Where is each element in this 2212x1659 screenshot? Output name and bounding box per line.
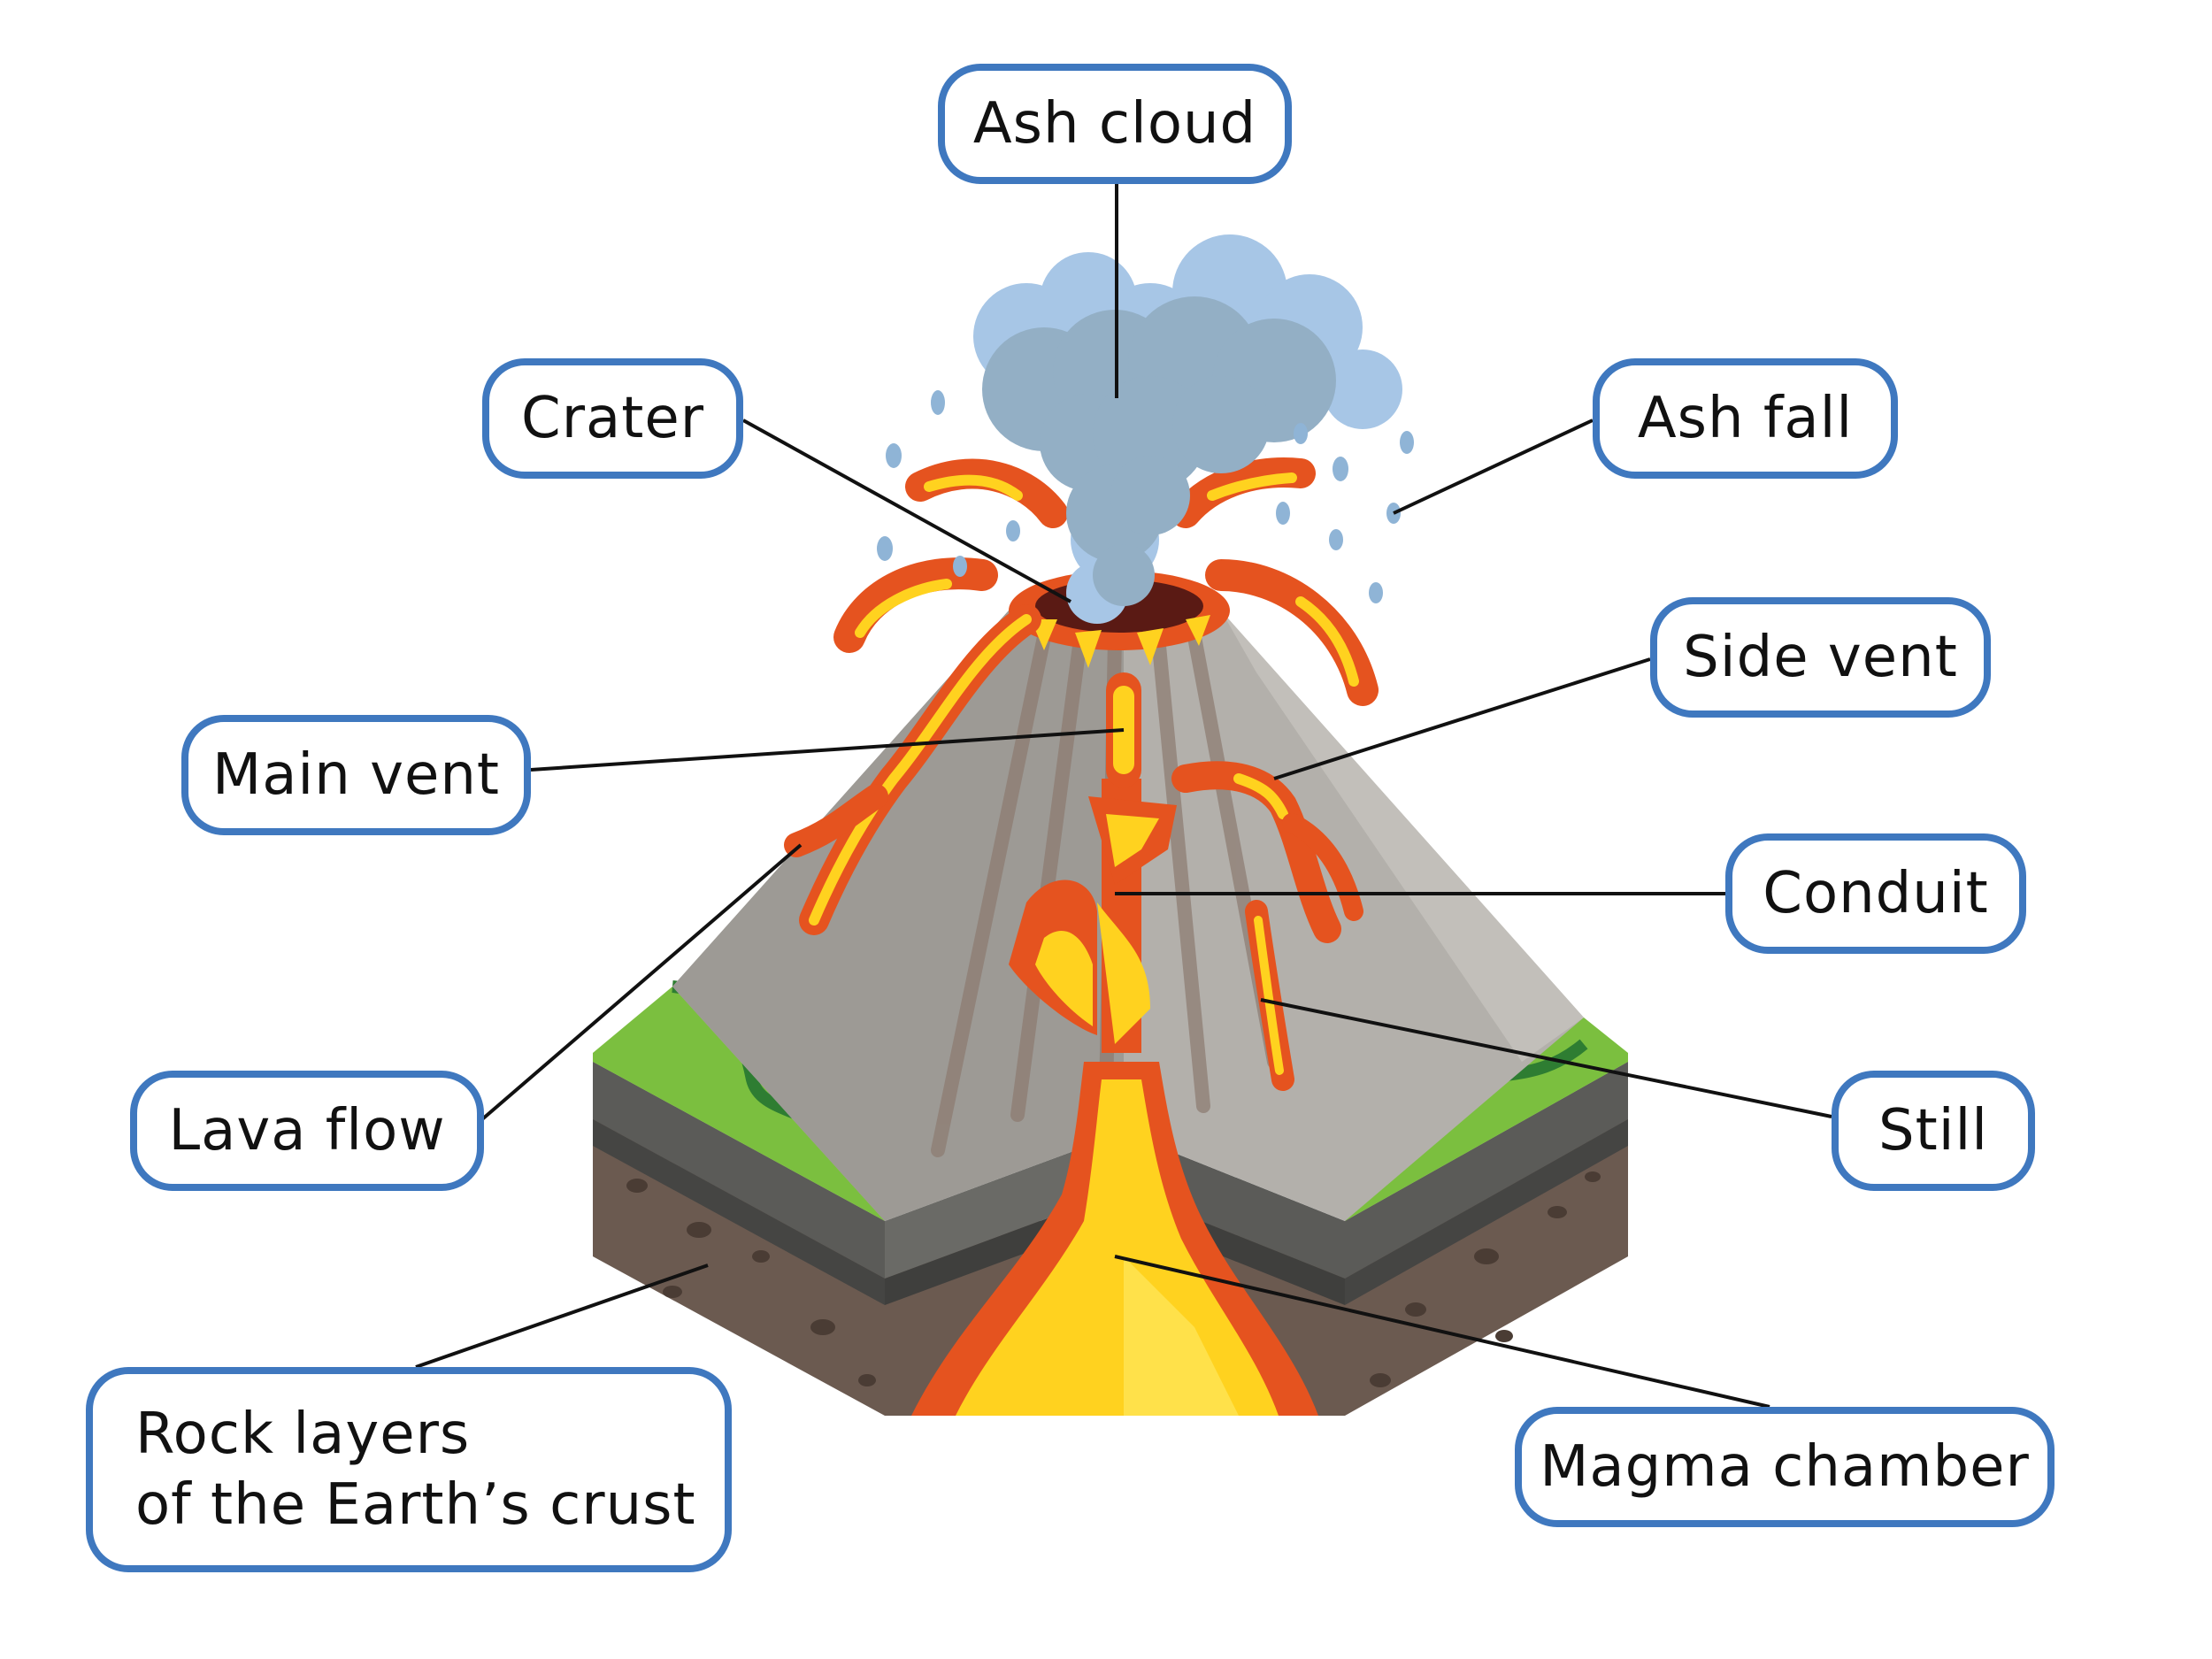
label-ash-cloud-text: Ash cloud <box>972 91 1257 157</box>
label-main-vent: Main vent <box>181 715 531 835</box>
label-rock-layers-line2: of the Earth’s crust <box>135 1472 696 1538</box>
label-crater-text: Crater <box>521 386 704 451</box>
label-ash-fall: Ash fall <box>1593 358 1898 479</box>
leader-lines <box>415 181 1832 1409</box>
label-main-vent-text: Main vent <box>211 742 501 808</box>
label-conduit: Conduit <box>1725 833 2026 954</box>
label-conduit-text: Conduit <box>1763 861 1989 926</box>
label-crater: Crater <box>482 358 743 479</box>
label-magma-chamber-text: Magma chamber <box>1540 1434 2030 1500</box>
label-rock-layers: Rock layers of the Earth’s crust <box>86 1367 732 1572</box>
label-side-vent-text: Side vent <box>1683 625 1958 690</box>
ash-fall-particles <box>877 390 1414 603</box>
label-ash-fall-text: Ash fall <box>1637 386 1854 451</box>
label-magma-chamber: Magma chamber <box>1515 1407 2055 1527</box>
magma-channel <box>911 672 1318 1416</box>
ash-cloud <box>973 234 1402 624</box>
label-still-text: Still <box>1878 1098 1989 1164</box>
lava-flows <box>784 604 1363 1091</box>
label-side-vent: Side vent <box>1650 597 1991 718</box>
label-lava-flow: Lava flow <box>130 1071 484 1191</box>
label-rock-layers-line1: Rock layers <box>135 1402 471 1467</box>
label-ash-cloud: Ash cloud <box>938 64 1292 184</box>
label-still: Still <box>1832 1071 2035 1191</box>
label-lava-flow-text: Lava flow <box>168 1098 446 1164</box>
